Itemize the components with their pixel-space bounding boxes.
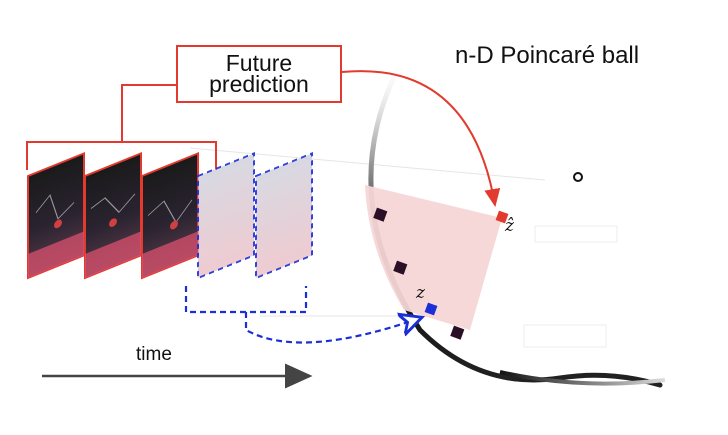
poincare-ball-lower-edge [499, 370, 666, 386]
observed-frame-3 [141, 151, 199, 280]
embedding-point-1 [373, 207, 388, 222]
ball-origin-dot [573, 172, 583, 182]
future-prediction-box: Future prediction [176, 45, 342, 103]
embedding-point-2 [393, 260, 408, 275]
future-frame-2 [255, 151, 313, 280]
prediction-cone [365, 185, 502, 330]
projection-line-top [189, 147, 546, 181]
blank-block-2 [523, 324, 607, 348]
future-prediction-line2: prediction [209, 71, 309, 97]
poincare-ball-title: n-D Poincaré ball [455, 42, 640, 69]
observed-frames-bracket [26, 84, 217, 170]
future-frames-bracket [184, 286, 308, 314]
predicted-point-label: ẑ [505, 216, 514, 236]
time-label: time [136, 344, 172, 365]
embedding-point-3 [450, 325, 465, 340]
observed-frame-1 [27, 151, 85, 280]
target-point-marker [424, 302, 438, 316]
target-arrow [244, 312, 420, 344]
future-prediction-line1: Future [225, 50, 293, 76]
predicted-point-marker [495, 210, 509, 224]
future-frame-1 [197, 151, 255, 280]
prediction-arrow [341, 70, 501, 207]
observed-frame-2 [84, 151, 142, 280]
poincare-ball-boundary [368, 52, 663, 388]
blank-block-1 [534, 225, 618, 243]
target-point-label: z [416, 283, 425, 303]
